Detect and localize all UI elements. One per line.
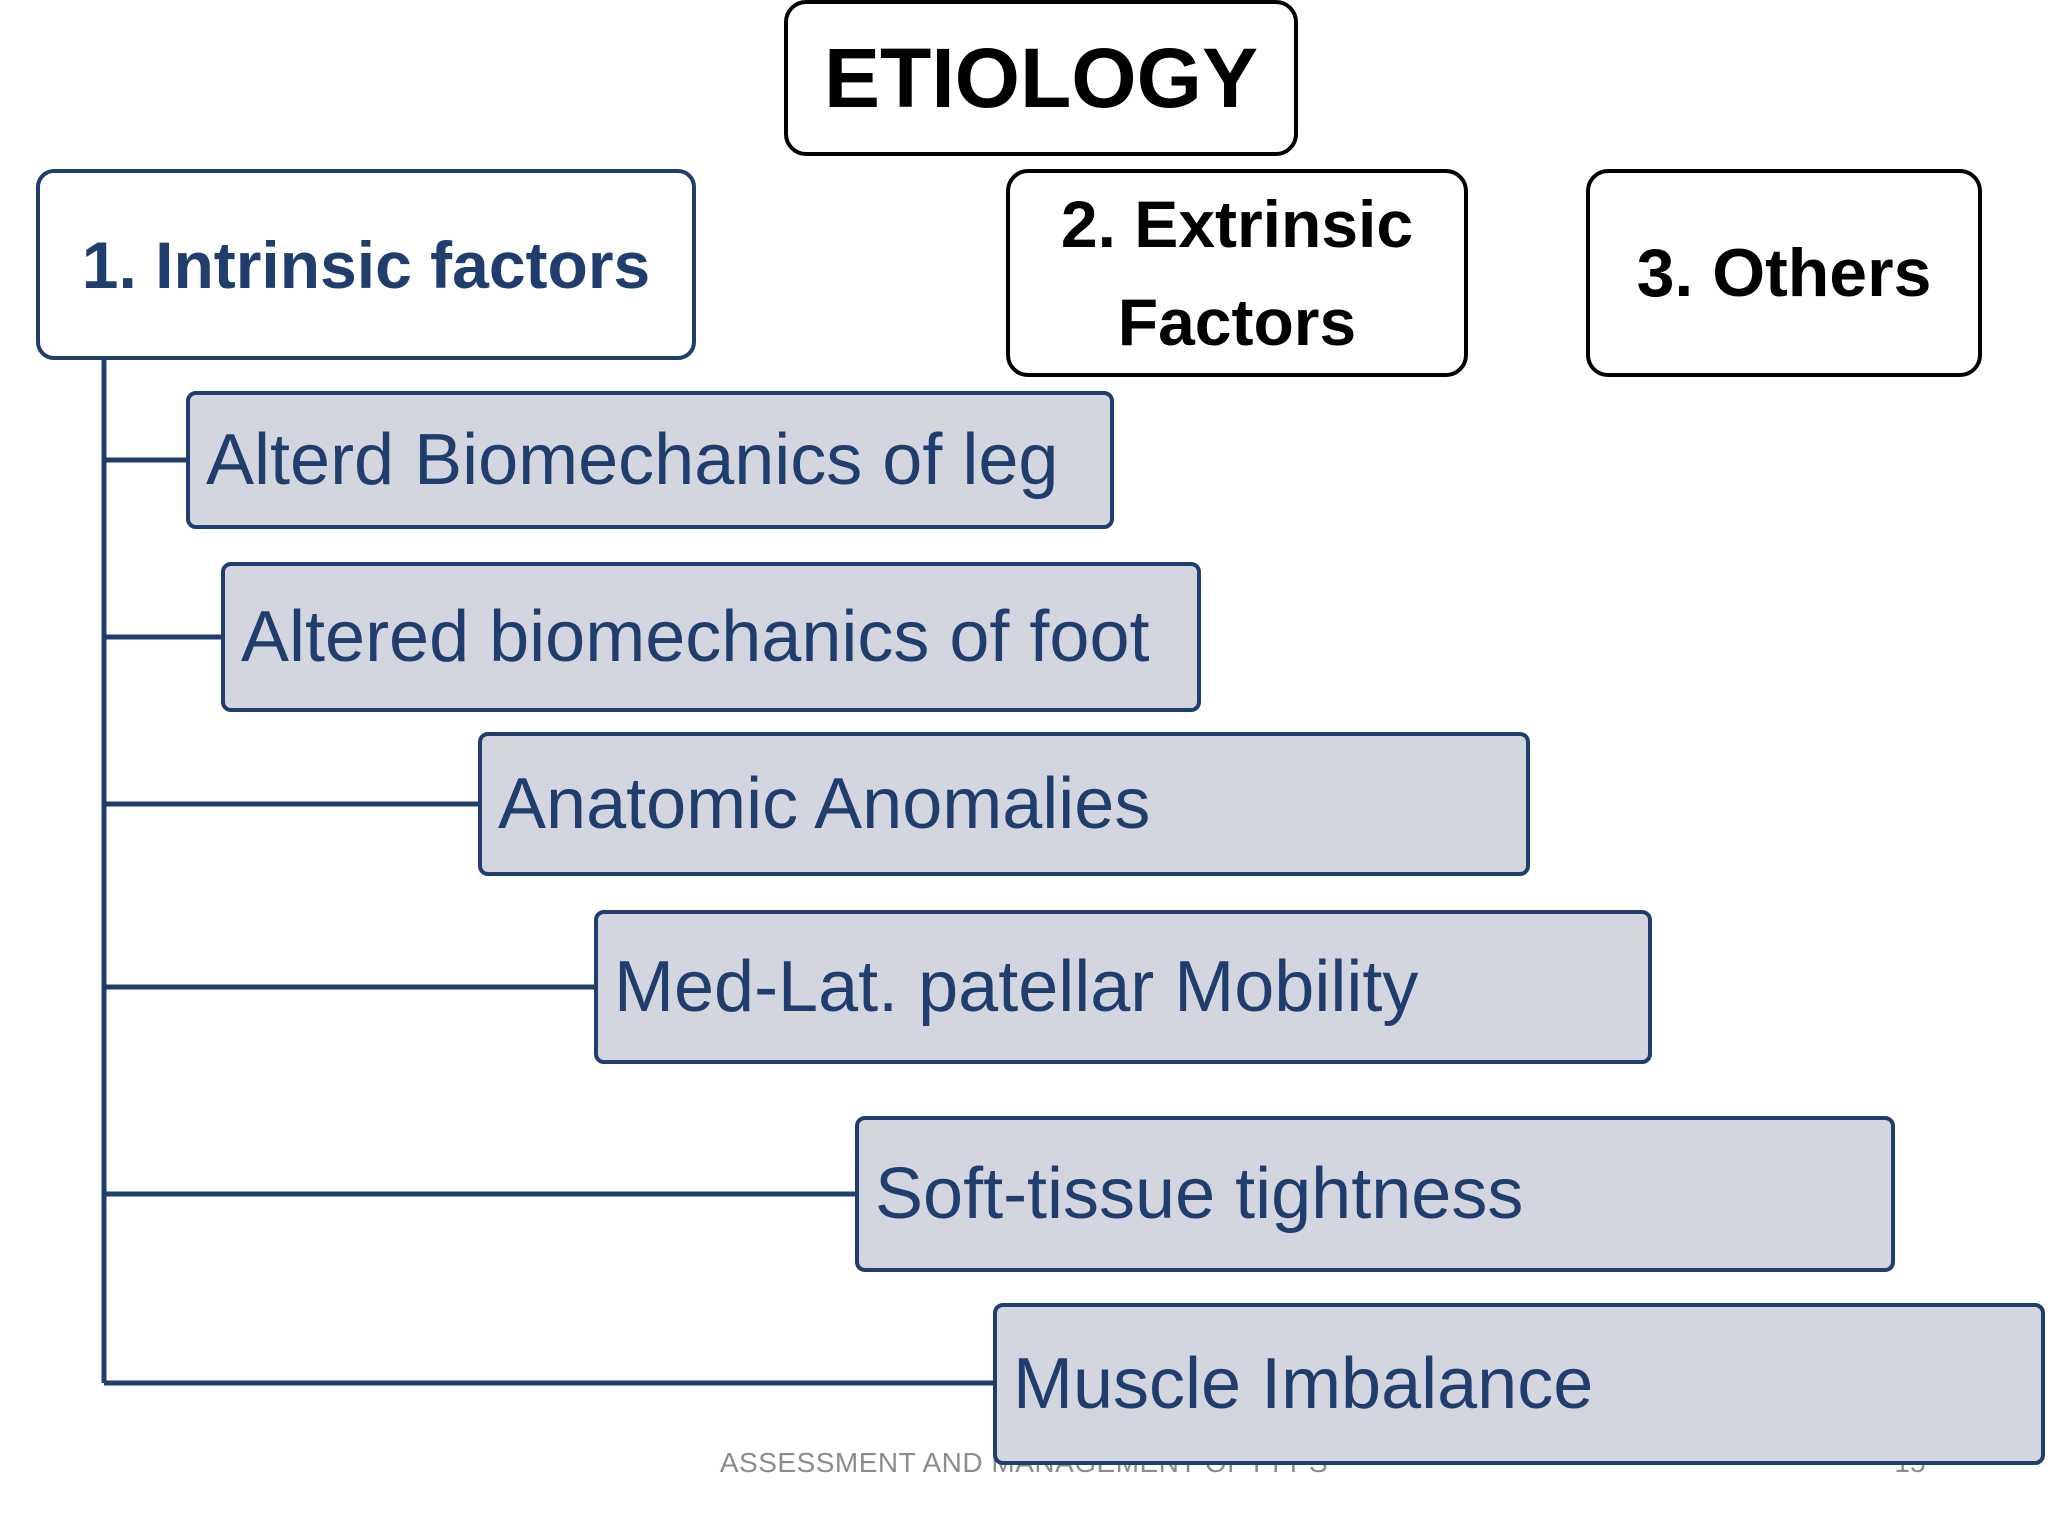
category-intrinsic-label: 1. Intrinsic factors (81, 227, 651, 302)
intrinsic-item-label: Altered biomechanics of foot (241, 597, 1150, 677)
title-box: ETIOLOGY (784, 0, 1298, 156)
intrinsic-item-label: Soft-tissue tightness (875, 1154, 1524, 1234)
intrinsic-item-label: Muscle Imbalance (1013, 1344, 1594, 1424)
intrinsic-item-box: Med-Lat. patellar Mobility (594, 910, 1652, 1064)
intrinsic-item-box: Muscle Imbalance (993, 1303, 2045, 1465)
category-extrinsic-label: 2. Extrinsic Factors (1060, 187, 1414, 359)
category-others-label: 3. Others (1636, 235, 1932, 311)
title-text: ETIOLOGY (823, 30, 1259, 125)
intrinsic-item-box: Alterd Biomechanics of leg (186, 391, 1114, 529)
category-extrinsic-box: 2. Extrinsic Factors (1006, 169, 1468, 377)
intrinsic-item-label: Med-Lat. patellar Mobility (614, 947, 1419, 1027)
category-others-box: 3. Others (1586, 169, 1982, 377)
intrinsic-item-box: Anatomic Anomalies (478, 732, 1530, 876)
category-intrinsic-box: 1. Intrinsic factors (36, 169, 696, 360)
intrinsic-item-box: Soft-tissue tightness (855, 1116, 1895, 1272)
intrinsic-item-label: Anatomic Anomalies (498, 764, 1151, 844)
intrinsic-item-box: Altered biomechanics of foot (221, 562, 1201, 712)
intrinsic-item-label: Alterd Biomechanics of leg (206, 420, 1059, 500)
